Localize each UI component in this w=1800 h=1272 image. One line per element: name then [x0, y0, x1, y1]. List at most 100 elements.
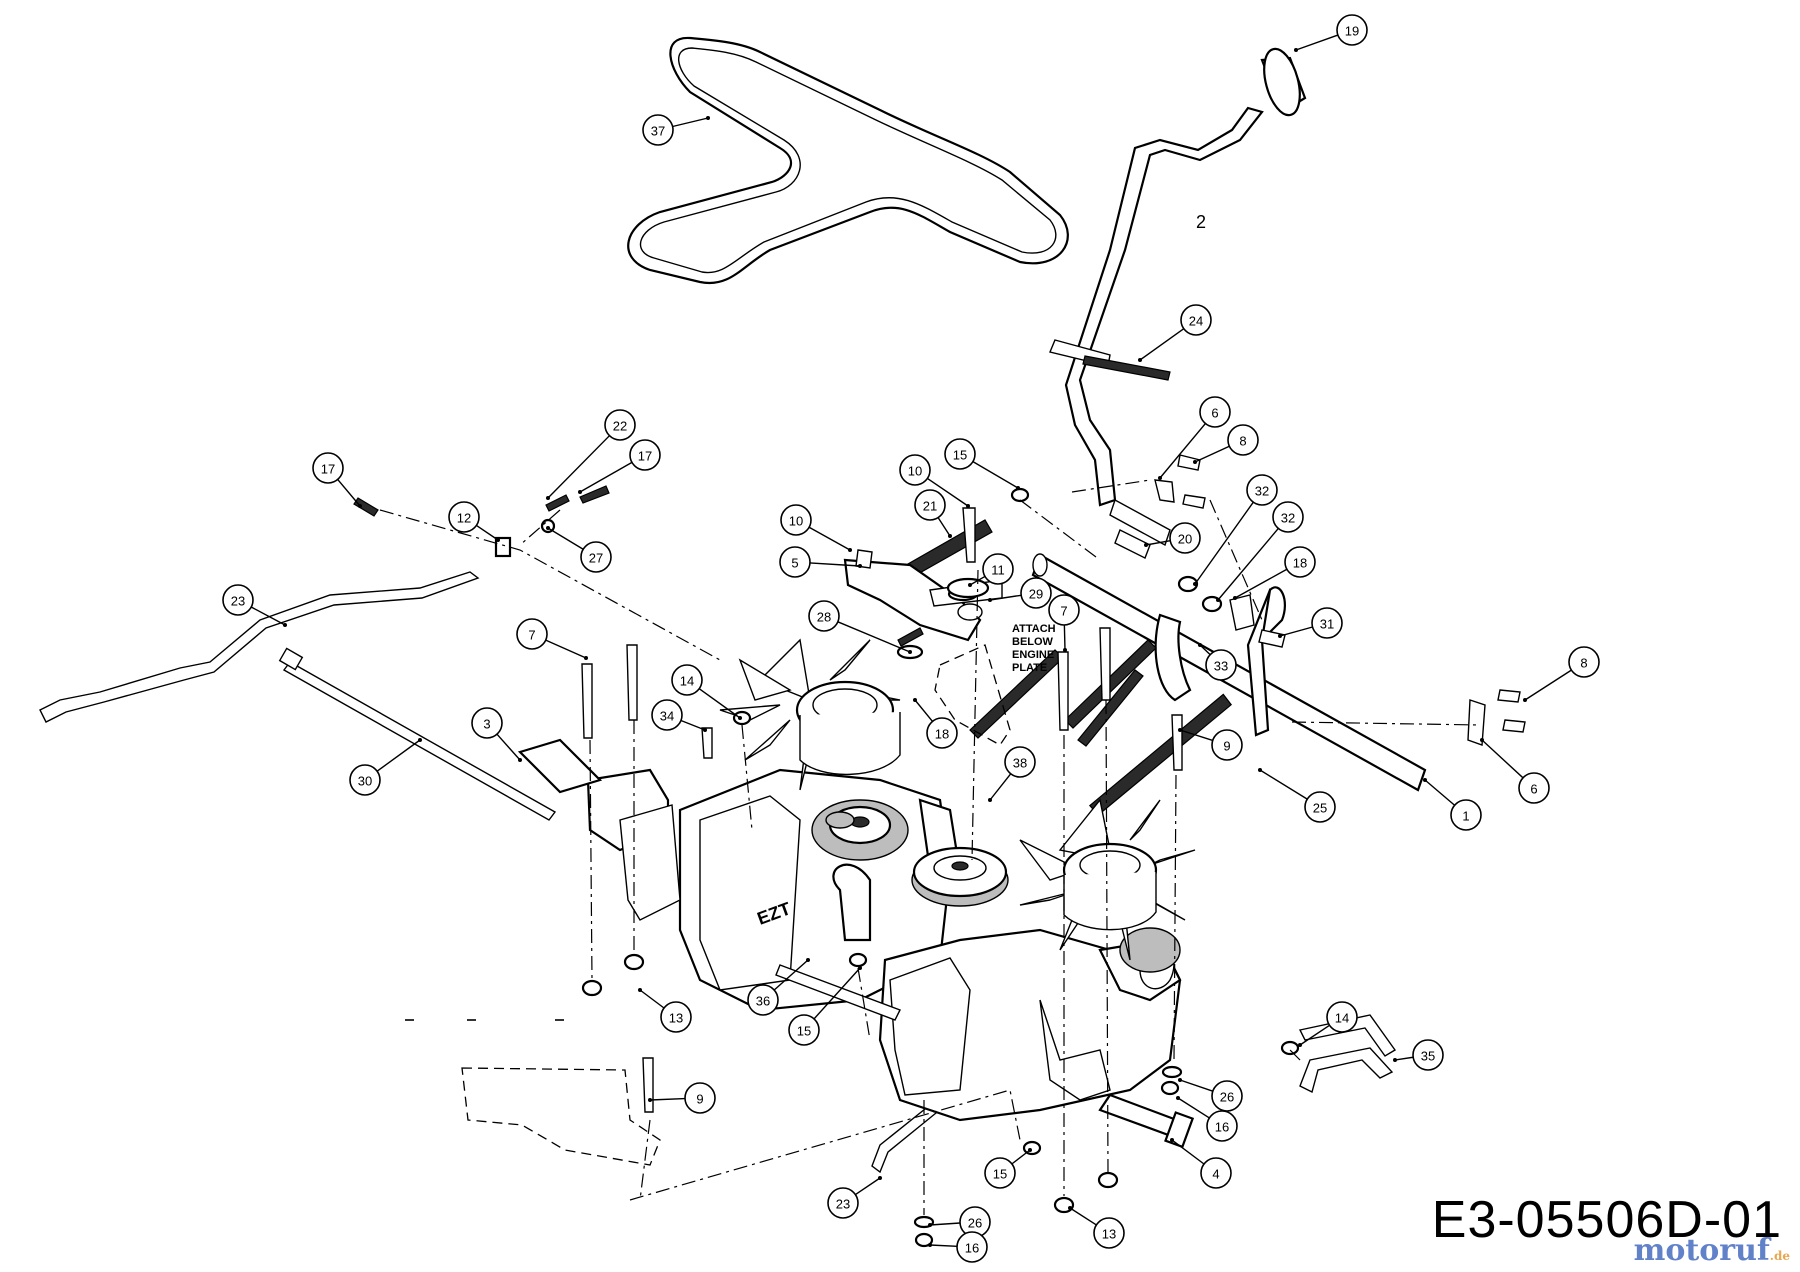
- part-callout-15: 15: [984, 1157, 1016, 1189]
- callout-number: 14: [680, 674, 694, 689]
- leader-arrow: [738, 716, 742, 720]
- part-callout-33: 33: [1205, 649, 1237, 681]
- part-callout-35: 35: [1412, 1039, 1444, 1071]
- callout-circle: [684, 1082, 716, 1114]
- callout-number: 35: [1421, 1049, 1435, 1064]
- part-callout-10: 10: [780, 504, 812, 536]
- leader-arrow: [578, 490, 582, 494]
- part-callout-25: 25: [1304, 791, 1336, 823]
- part-callout-26: 26: [959, 1206, 991, 1238]
- leader-arrow: [703, 728, 707, 732]
- leader-arrow: [858, 966, 862, 970]
- callout-number: 12: [457, 511, 471, 526]
- leader-line: [1299, 1024, 1330, 1046]
- leader-arrow: [638, 988, 642, 992]
- callout-number: 14: [1335, 1011, 1349, 1026]
- callout-circle: [779, 546, 811, 578]
- leader-line: [639, 989, 665, 1009]
- part-callout-30: 30: [349, 764, 381, 796]
- callout-circle: [1206, 1110, 1238, 1142]
- leader-arrow: [283, 623, 287, 627]
- callout-number: 31: [1320, 617, 1334, 632]
- leader-line: [1179, 1079, 1214, 1092]
- callout-number: 34: [660, 709, 674, 724]
- leader-line: [1279, 626, 1313, 637]
- callout-circle: [1518, 772, 1550, 804]
- callout-number: 15: [993, 1167, 1007, 1182]
- part-callout-34: 34: [651, 699, 683, 731]
- shift-lever: [1049, 47, 1307, 507]
- part-callout-16: 16: [956, 1231, 988, 1263]
- callout-circle: [899, 454, 931, 486]
- leader-line: [1159, 423, 1206, 479]
- leader-arrow: [1480, 738, 1484, 742]
- part-callout-18: 18: [926, 717, 958, 749]
- leader-arrow: [1063, 648, 1067, 652]
- leader-arrow: [1193, 582, 1197, 586]
- part-callout-21: 21: [914, 489, 946, 521]
- callout-number: 9: [1223, 739, 1230, 754]
- callout-number: 1: [1462, 809, 1469, 824]
- leader-line: [773, 959, 809, 991]
- leader-line: [1145, 539, 1171, 546]
- leader-line: [808, 526, 851, 551]
- leader-line: [989, 594, 1022, 601]
- part-callout-17: 17: [312, 452, 344, 484]
- part-callout-6: 6: [1199, 396, 1231, 428]
- watermark-main: motoruf: [1633, 1233, 1770, 1268]
- callout-number: 6: [1211, 406, 1218, 421]
- callout-circle: [1199, 396, 1231, 428]
- drive-belt: [627, 36, 1069, 285]
- part-callout-13: 13: [660, 1001, 692, 1033]
- callout-number: 7: [528, 628, 535, 643]
- left-cooling-fan: [719, 638, 901, 791]
- leader-line: [1177, 1097, 1210, 1119]
- callout-number: 30: [358, 774, 372, 789]
- leader-line: [547, 527, 584, 550]
- callout-circle: [956, 1231, 988, 1263]
- callout-number: 23: [231, 594, 245, 609]
- leader-line: [837, 621, 911, 653]
- leader-arrow: [908, 650, 912, 654]
- part-callout-17: 17: [629, 439, 661, 471]
- leader-arrow: [806, 958, 810, 962]
- leader-line: [929, 1244, 958, 1247]
- callout-number: 13: [1102, 1227, 1116, 1242]
- leader-line: [476, 524, 499, 541]
- callout-number: 17: [638, 449, 652, 464]
- right-transaxle: [775, 927, 1195, 1149]
- leader-line: [1199, 644, 1211, 656]
- part-callout-15: 15: [788, 1014, 820, 1046]
- leader-line: [680, 719, 706, 731]
- leader-arrow: [1294, 48, 1298, 52]
- leader-line: [649, 1097, 686, 1101]
- leader-line: [989, 773, 1012, 801]
- part-callout-14: 14: [1326, 1001, 1358, 1033]
- callout-circle: [788, 1014, 820, 1046]
- part-callout-4: 4: [1200, 1157, 1232, 1189]
- part-callout-14: 14: [671, 664, 703, 696]
- part-callout-31: 31: [1311, 607, 1343, 639]
- leader-line: [1394, 1056, 1414, 1061]
- lever-part-number: 2: [1196, 212, 1206, 232]
- leader-line: [1179, 729, 1213, 742]
- part-callout-18: 18: [1284, 546, 1316, 578]
- leader-arrow: [418, 738, 422, 742]
- callout-circle: [1246, 474, 1278, 506]
- callout-number: 11: [991, 563, 1005, 578]
- leader-line: [698, 688, 741, 719]
- callout-number: 28: [817, 610, 831, 625]
- callout-number: 7: [1060, 604, 1067, 619]
- leader-arrow: [584, 656, 588, 660]
- right-cooling-fan: [1019, 798, 1196, 961]
- leader-line: [1011, 1149, 1031, 1165]
- part-callout-19: 19: [1336, 14, 1368, 46]
- leader-line: [337, 479, 361, 507]
- part-callout-38: 38: [1004, 746, 1036, 778]
- leader-line: [547, 435, 610, 499]
- leader-arrow: [1028, 1148, 1032, 1152]
- callout-circle: [780, 504, 812, 536]
- leader-line: [250, 606, 286, 626]
- leader-arrow: [968, 583, 972, 587]
